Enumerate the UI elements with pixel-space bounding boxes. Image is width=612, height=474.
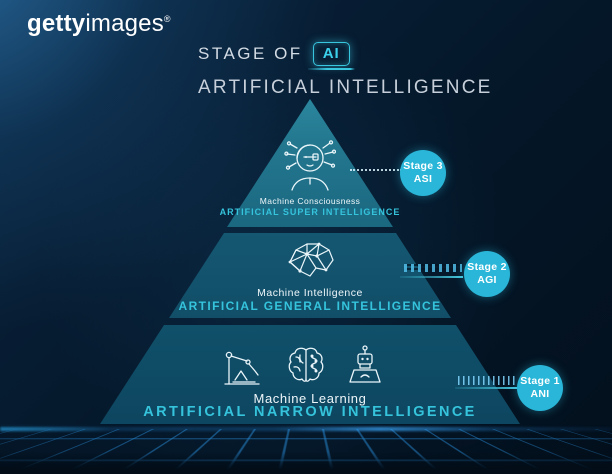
logo-regular-part: images — [85, 10, 164, 37]
level-ani-sublabel: ARTIFICIAL NARROW INTELLIGENCE — [143, 404, 477, 420]
hybrid-brain-icon — [285, 345, 327, 387]
title-line2: ARTIFICIAL INTELLIGENCE — [198, 77, 493, 98]
stage2-connector-pixels — [404, 264, 462, 272]
stage1-label: Stage 1 — [520, 374, 560, 387]
stage1-connector-line — [455, 387, 518, 389]
title-block: STAGE OF AI ARTIFICIAL INTELLIGENCE — [198, 42, 493, 99]
stage2-agi-badge: Stage 2 AGI — [464, 251, 510, 297]
ai-badge: AI — [307, 42, 355, 70]
stage3-label: Stage 3 — [403, 159, 443, 172]
level-agi-label: Machine Intelligence — [257, 287, 363, 299]
network-brain-icon — [283, 239, 338, 283]
robotic-arm-icon — [221, 346, 267, 388]
robot-icon — [346, 344, 384, 388]
stage1-connector-ruler-ticks — [458, 376, 516, 385]
ai-badge-label: AI — [322, 45, 340, 62]
stage3-abbr: ASI — [413, 173, 433, 185]
title-prefix: STAGE OF — [198, 44, 303, 63]
stage2-connector-line — [400, 276, 463, 278]
stage2-label: Stage 2 — [467, 260, 507, 273]
bottom-fade — [0, 452, 612, 474]
level-agi-sublabel: ARTIFICIAL GENERAL INTELLIGENCE — [178, 299, 442, 313]
stage1-ani-badge: Stage 1 ANI — [517, 365, 563, 411]
title-line1: STAGE OF AI — [198, 42, 493, 70]
stage2-abbr: AGI — [477, 274, 497, 286]
stage3-connector-dotted-line — [350, 169, 402, 171]
level-asi-sublabel: ARTIFICIAL SUPER INTELLIGENCE — [219, 207, 401, 217]
registered-mark: ® — [163, 14, 171, 24]
level-asi-label: Machine Consciousness — [259, 196, 361, 206]
cyborg-face-icon — [284, 136, 336, 194]
gettyimages-logo: gettyimages® — [27, 10, 171, 38]
stage1-abbr: ANI — [530, 388, 550, 400]
stage3-asi-badge: Stage 3 ASI — [400, 150, 446, 196]
logo-bold-part: getty — [27, 10, 86, 37]
level-ani-label: Machine Learning — [253, 391, 367, 406]
